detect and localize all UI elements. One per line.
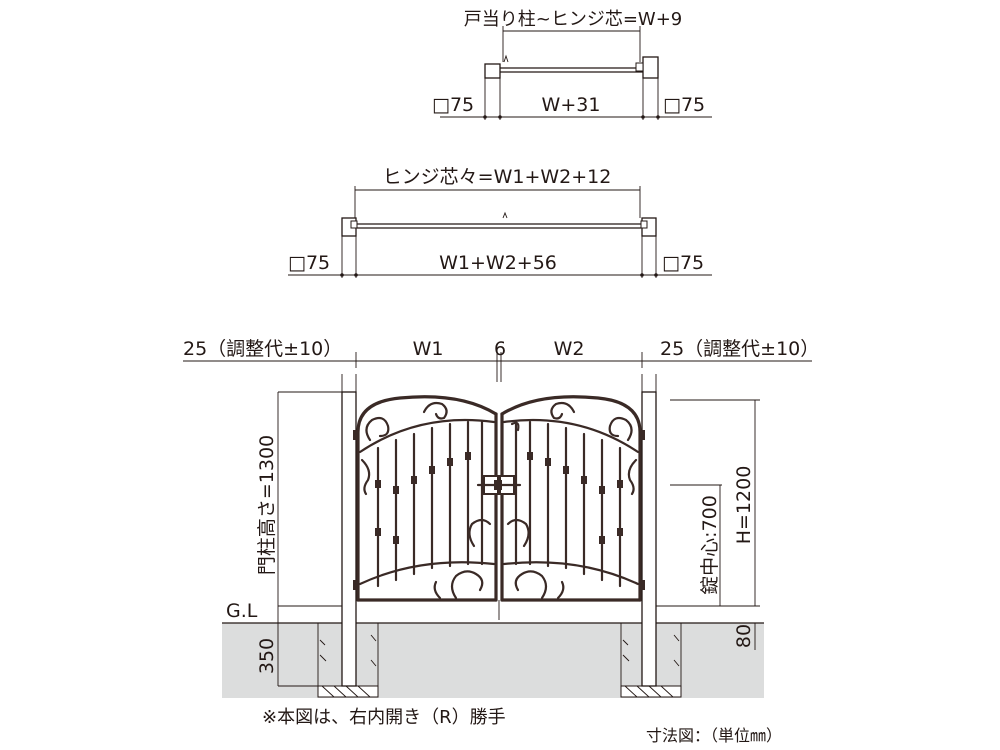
elev-ground-level: G.L <box>226 600 258 622</box>
left-gate-post <box>341 391 357 687</box>
elev-lock-center: 錠中心:700 <box>699 495 721 595</box>
note-unit: 寸法図：（単位㎜） <box>646 726 782 745</box>
elev-w2: W2 <box>554 338 585 360</box>
right-gate-post <box>641 391 657 687</box>
top-plan-dim-mid: W+31 <box>542 94 601 116</box>
elev-foundation-depth: 350 <box>256 638 278 674</box>
elev-height: H=1200 <box>733 466 755 545</box>
top-plan-view: 戸当り柱~ヒンジ芯=W+9 □75 W+31 □75 <box>432 9 712 120</box>
top-plan-dim-right: □75 <box>663 94 705 116</box>
note-handing: ※本図は、右内開き（R）勝手 <box>262 707 506 728</box>
mid-plan-dim-right: □75 <box>662 252 704 274</box>
gate-latch <box>476 475 522 495</box>
elev-w1: W1 <box>413 338 444 360</box>
elev-clearance: 80 <box>733 624 755 648</box>
elev-right-adjust: 25（調整代±10） <box>660 338 819 360</box>
top-plan-right-post <box>642 56 659 79</box>
mid-plan-dim-top: ヒンジ芯々=W1+W2+12 <box>383 166 612 188</box>
top-plan-left-post <box>484 63 501 79</box>
mid-plan-dim-left: □75 <box>288 252 330 274</box>
mid-plan-view: ヒンジ芯々=W1+W2+12 □75 W1+W2+56 □75 <box>288 166 712 278</box>
elev-post-height: 門柱高さ=1300 <box>256 435 278 575</box>
elevation-view: 25（調整代±10） W1 6 W2 25（調整代±10） <box>183 338 819 698</box>
elev-left-adjust: 25（調整代±10） <box>183 338 342 360</box>
ground-area <box>222 623 764 698</box>
elev-gap: 6 <box>494 338 506 360</box>
top-plan-dim-top: 戸当り柱~ヒンジ芯=W+9 <box>464 9 683 30</box>
mid-plan-dim-mid: W1+W2+56 <box>439 252 557 274</box>
left-gate-leaf <box>356 395 498 602</box>
top-plan-dim-left: □75 <box>432 94 474 116</box>
right-gate-leaf <box>500 395 642 602</box>
